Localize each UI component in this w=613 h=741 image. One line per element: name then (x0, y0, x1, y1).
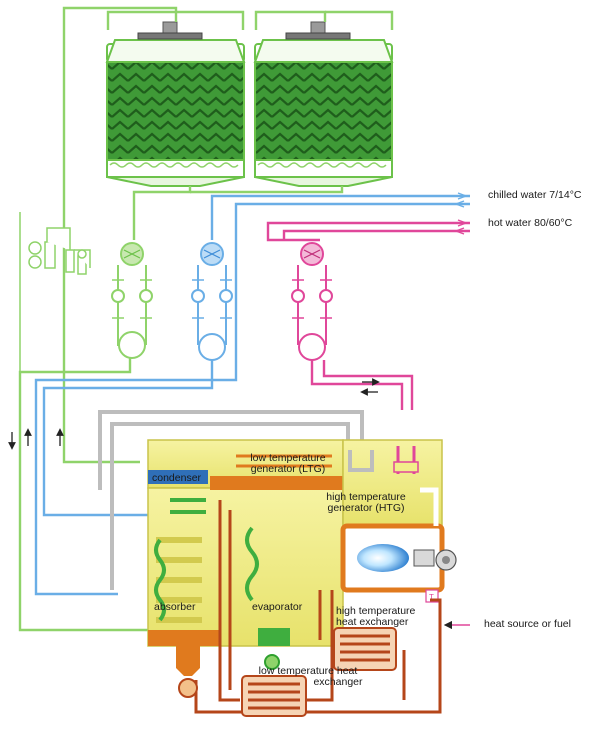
hthx-label: high temperature heat exchanger (336, 606, 415, 628)
ltg-label: low temperature generator (LTG) (238, 453, 338, 475)
lthx-label-line2: exchanger (238, 677, 378, 688)
chilled-water-text: chilled water (488, 189, 546, 201)
pump-icon (199, 243, 225, 360)
htg-label: high temperature generator (HTG) (316, 492, 416, 514)
htg-label-line2: generator (HTG) (316, 503, 416, 514)
heat-source-label: heat source or fuel (484, 619, 571, 630)
cooling-tower-left (107, 40, 244, 186)
hot-water-text: hot water (488, 217, 531, 229)
hot-water-label: hot water 80/60°C (488, 218, 572, 229)
fan-icon (286, 22, 350, 39)
sump (176, 646, 200, 676)
hot-water-temp: 80/60°C (534, 217, 572, 229)
pump-icon (299, 243, 325, 360)
fan-icon (138, 22, 202, 39)
cooling-tower-right (255, 40, 392, 186)
absorber-label: absorber (154, 602, 195, 613)
lthx-label: low temperature heat exchanger (238, 666, 378, 688)
ht-heat-exchanger (334, 628, 396, 670)
high-temperature-generator (343, 440, 442, 590)
hthx-label-line2: heat exchanger (336, 617, 415, 628)
ltg-label-line2: generator (LTG) (238, 464, 338, 475)
condenser-label: condenser (152, 473, 201, 484)
chilled-water-temp: 7/14°C (549, 189, 581, 201)
strainer-icon (29, 228, 90, 274)
evaporator-label: evaporator (252, 602, 302, 613)
chilled-water-label: chilled water 7/14°C (488, 190, 582, 201)
